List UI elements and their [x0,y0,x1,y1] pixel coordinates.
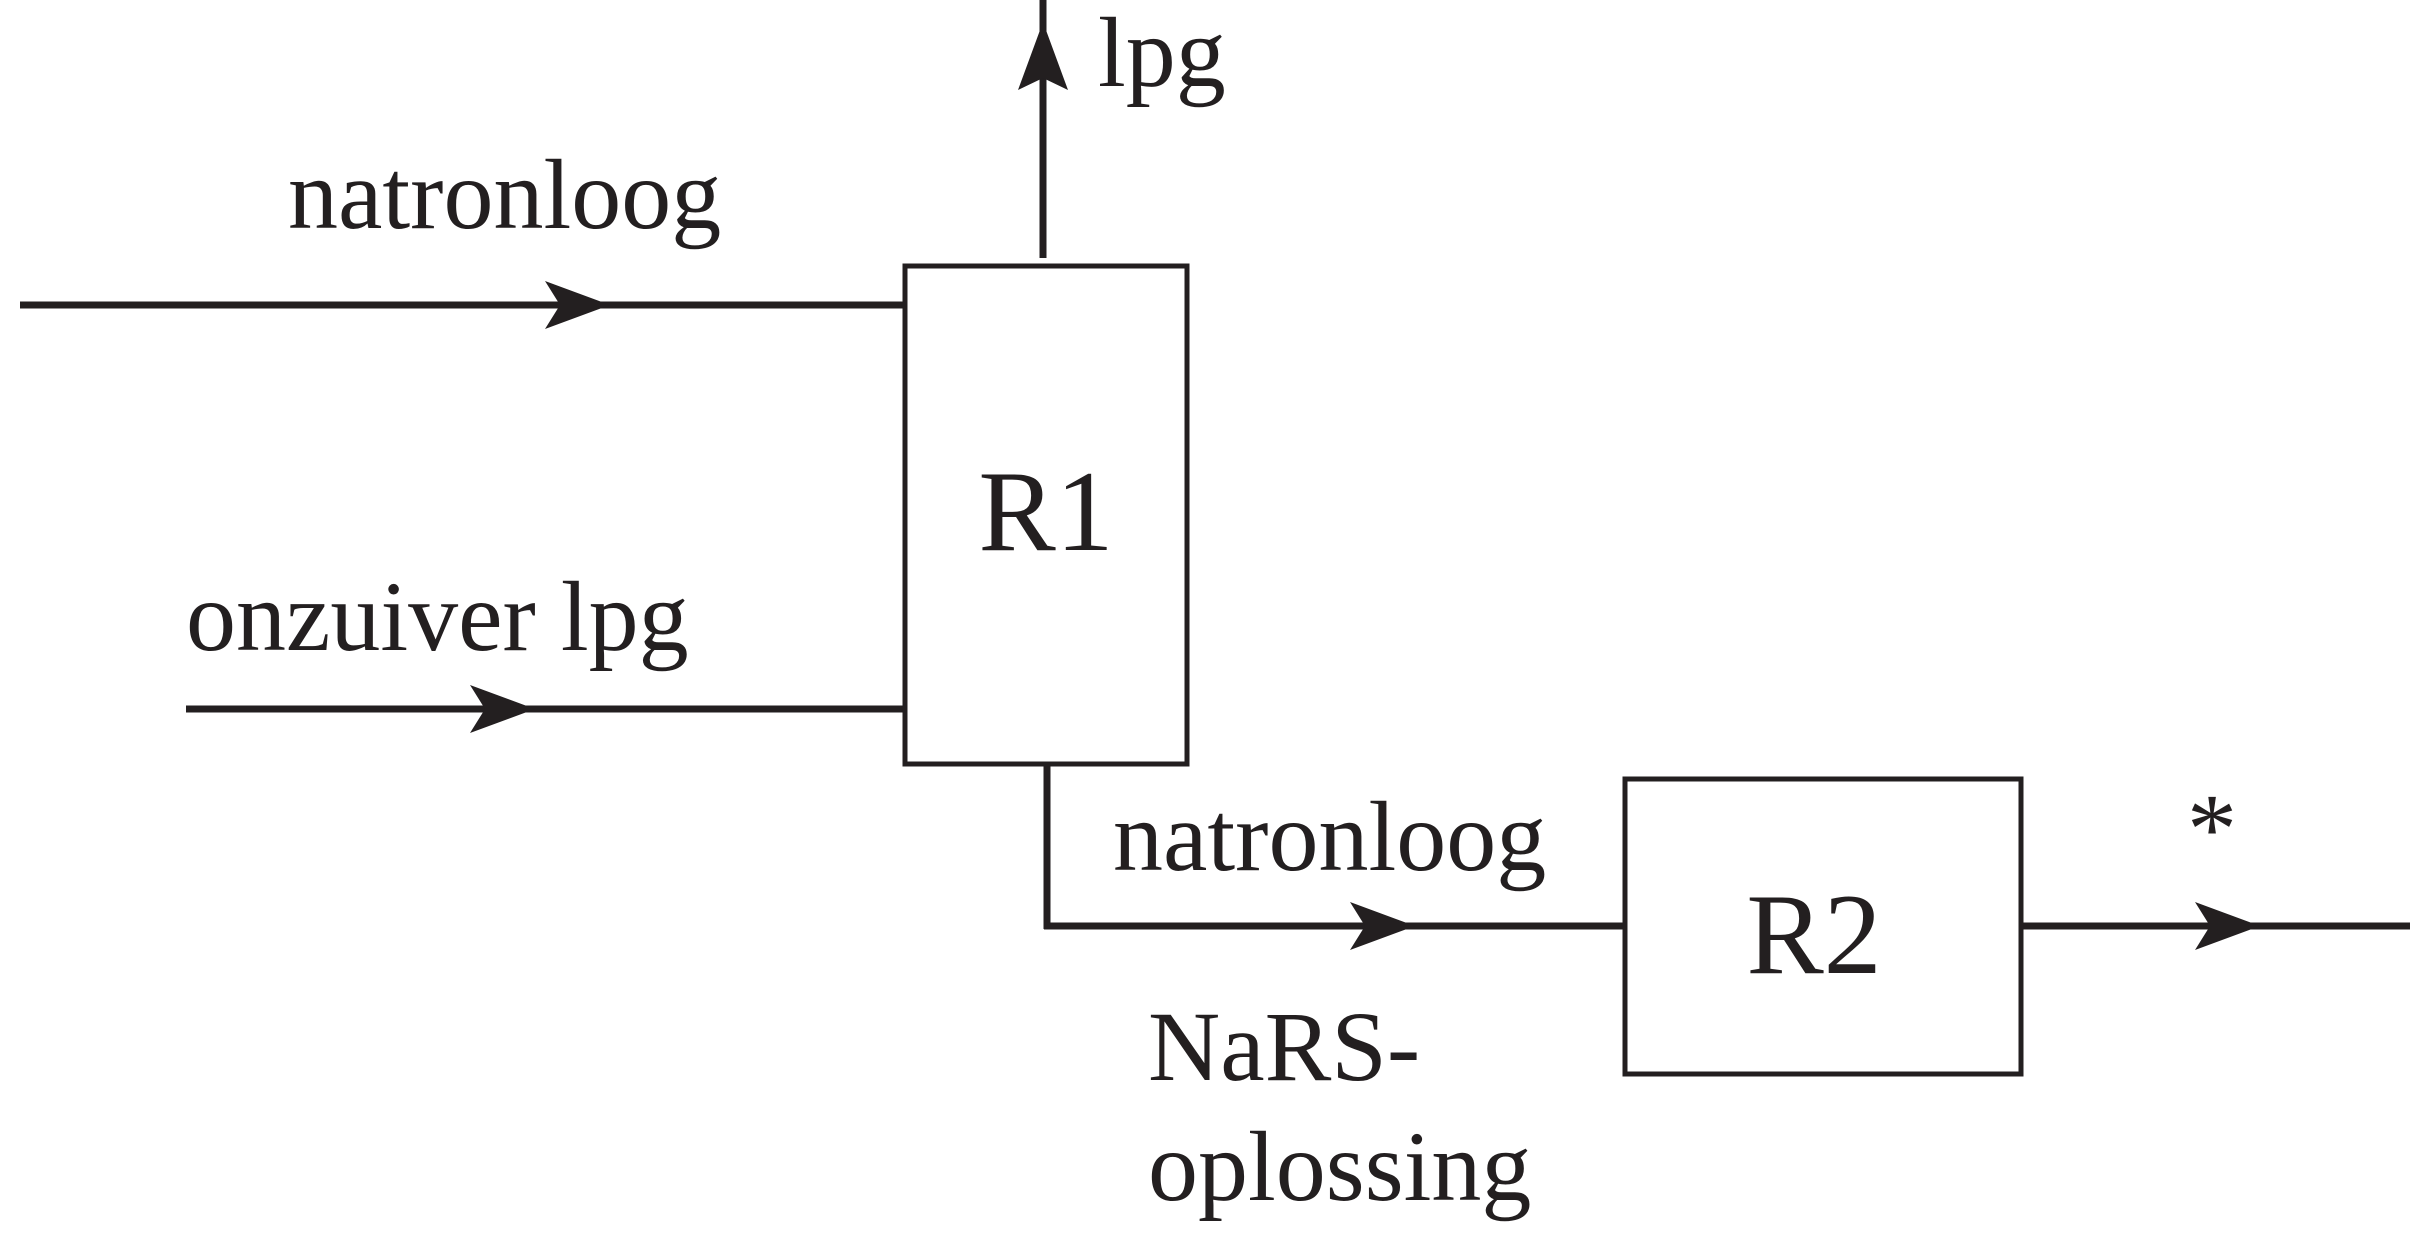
stream-lpg-out: lpg [1018,0,1226,258]
reactor-r1-box [902,263,1190,767]
natronloog-in-label: natronloog [288,139,721,250]
unknown-product-label: * [2187,773,2237,884]
nars-label-line1: NaRS- [1148,991,1420,1102]
stream-onzuiver-lpg: onzuiver lpg [186,561,905,733]
reactor-r2-box [1622,776,2024,1077]
onzuiver-lpg-label: onzuiver lpg [186,561,689,672]
stream-r2-out: * [2021,773,2410,950]
reactor-r1-label: R1 [978,448,1113,576]
reactor-r2-label: R2 [1746,871,1881,999]
nars-label-line2: oplossing [1148,1111,1531,1222]
r1-to-r2-arrow-icon [1350,902,1415,950]
stream-r1-to-r2: natronloog NaRS- oplossing [1043,764,1625,1222]
lpg-out-label: lpg [1098,0,1226,108]
reactor-r2: R2 [1622,776,2024,1077]
natronloog-in-arrow-icon [545,281,610,329]
r2-out-arrow-icon [2195,902,2260,950]
lpg-out-arrow-icon [1018,22,1068,90]
stream-natronloog-in: natronloog [20,139,905,329]
onzuiver-lpg-arrow-icon [470,685,535,733]
natronloog-between-label: natronloog [1113,781,1546,892]
reactor-r1: R1 [902,263,1190,767]
